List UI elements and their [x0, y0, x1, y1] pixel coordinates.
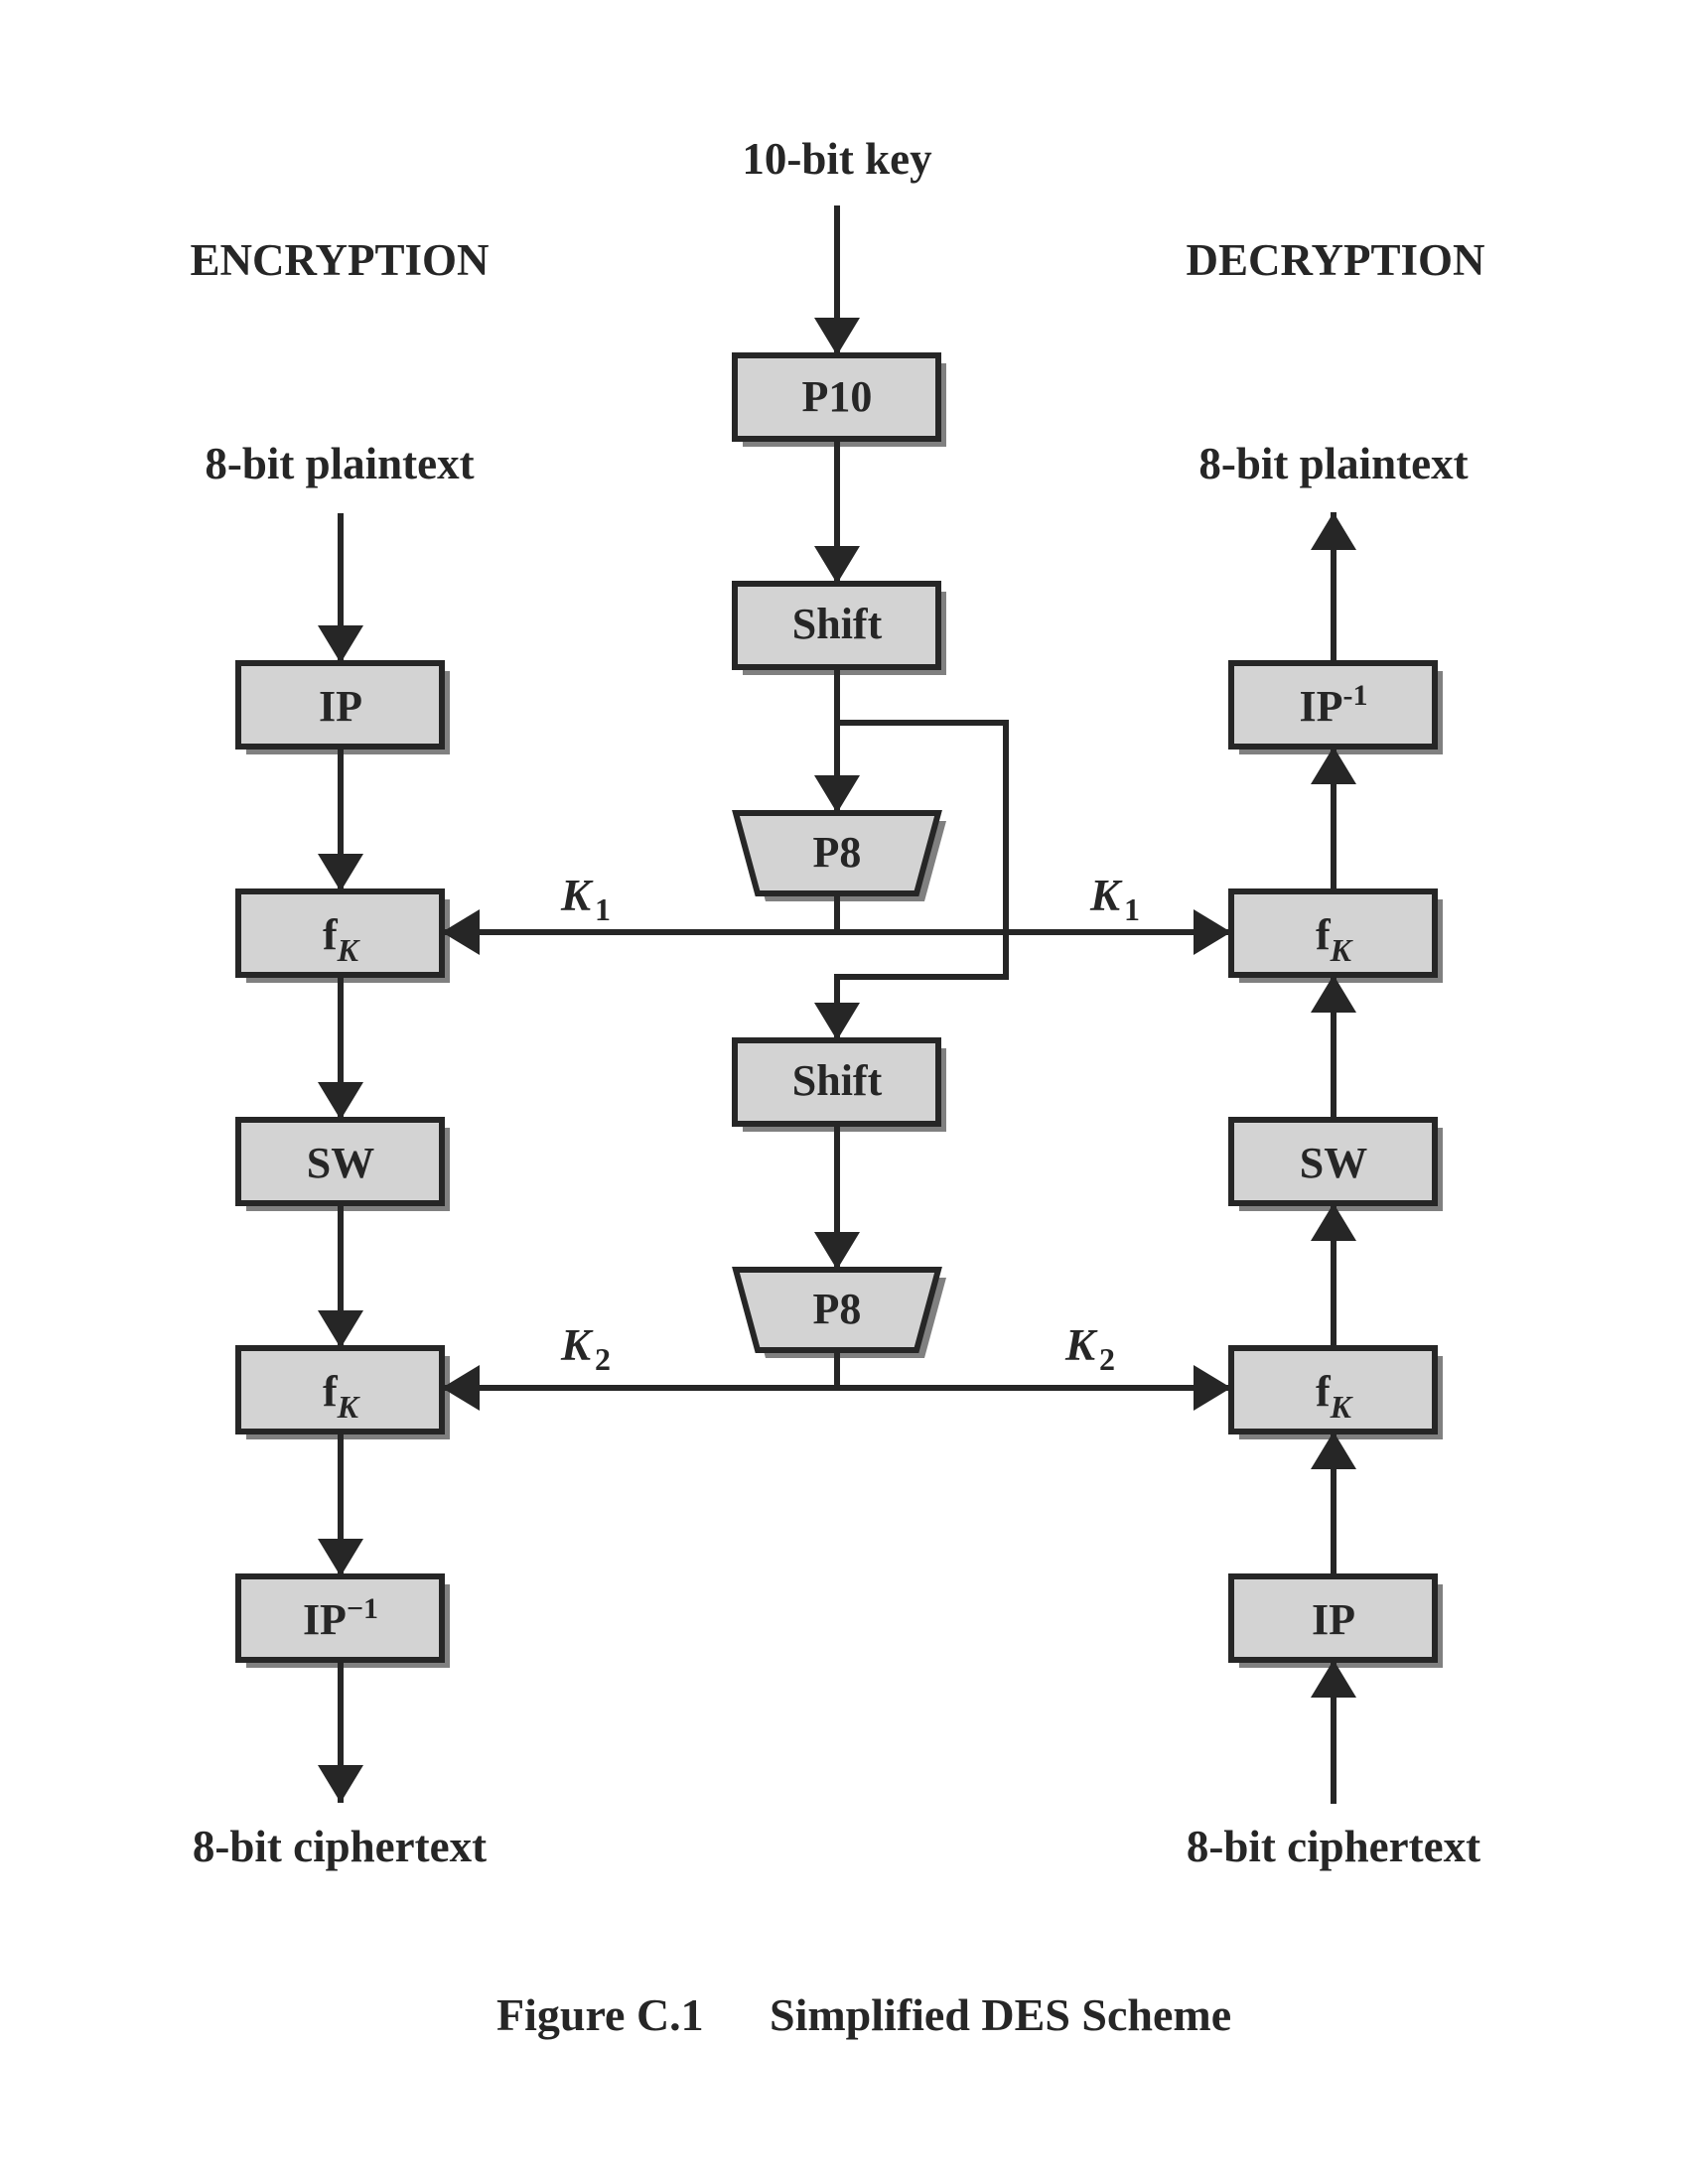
enc-ip-label: IP [319, 682, 362, 731]
k2-right-arrowhead [1194, 1365, 1231, 1411]
dec-fk1-label-sub: K [1330, 932, 1354, 968]
arrowheads [318, 318, 1356, 1803]
enc-fk1-label-sub: K [337, 932, 361, 968]
enc-fk1-box [235, 888, 445, 978]
enc-step-arrowhead [318, 1539, 363, 1576]
dec-fk2-label-sub: K [1330, 1389, 1354, 1425]
shift2-to-p8-arrowhead [814, 1232, 860, 1270]
shift1-box [732, 581, 941, 670]
caption-number: Figure C.1 [496, 1989, 704, 2040]
enc-fk2-box [235, 1345, 445, 1434]
enc-sw-box [235, 1117, 445, 1206]
dec-fk1-box [1228, 888, 1438, 978]
shift2-box [732, 1037, 941, 1127]
dec-fk2-label-main: f [1316, 1367, 1332, 1416]
process-boxes [235, 352, 1438, 1663]
decryption-input-label: 8-bit ciphertext [1187, 1822, 1480, 1871]
dec-fk1-label: fK [1316, 910, 1354, 968]
decryption-heading: DECRYPTION [1187, 235, 1485, 285]
dec-sw-label: SW [1300, 1139, 1367, 1187]
shift1-to-shift2-arrowhead [814, 1003, 860, 1040]
dec-step-arrowhead [1311, 1203, 1356, 1241]
shift1-to-p8-arrowhead [814, 775, 860, 813]
enc-step-arrowhead [318, 1310, 363, 1348]
enc-sw-label: SW [307, 1139, 374, 1187]
dec-fk2-label: fK [1316, 1367, 1354, 1425]
enc-ipinv-box [235, 1573, 445, 1663]
dec-step-arrowhead [1311, 747, 1356, 784]
k1-left-arrowhead [442, 909, 480, 955]
k2-left-arrowhead [442, 1365, 480, 1411]
enc-ipinv-label: IP−1 [303, 1592, 378, 1644]
dec-ipinv-label-sup: -1 [1343, 679, 1368, 712]
dec-ip-label: IP [1312, 1595, 1355, 1644]
dec-ipinv-label: IP-1 [1300, 679, 1368, 731]
encryption-output-label: 8-bit ciphertext [193, 1822, 487, 1871]
p10-to-shift1-arrowhead [814, 546, 860, 584]
enc-ipinv-label-main: IP [303, 1595, 347, 1644]
encryption-heading: ENCRYPTION [191, 235, 490, 285]
p8-1-box [732, 810, 942, 896]
dec-step-arrowhead [1311, 975, 1356, 1013]
shift1-to-shift2-line [834, 720, 1009, 1040]
dec-step-arrowhead [1311, 1432, 1356, 1469]
encryption-input-label: 8-bit plaintext [205, 439, 474, 488]
dec-ip-label-main: IP [1312, 1595, 1355, 1644]
enc-step-arrowhead [318, 1082, 363, 1120]
enc-sw-label-main: SW [307, 1139, 374, 1187]
k1-left-sub: 1 [595, 891, 611, 927]
enc-input-arrowhead [318, 625, 363, 663]
p8-2-box [732, 1267, 942, 1353]
enc-step-arrowhead [318, 854, 363, 891]
enc-fk2-label-main: f [323, 1367, 339, 1416]
dec-sw-box [1228, 1117, 1438, 1206]
enc-ip-label-main: IP [319, 682, 362, 731]
k1-right-sub: 1 [1124, 891, 1140, 927]
k1-left-main: K [560, 871, 594, 920]
enc-fk1-label: fK [323, 910, 361, 968]
enc-ip-box [235, 660, 445, 750]
k2-left-main: K [560, 1320, 594, 1370]
enc-output-arrowhead [318, 1765, 363, 1803]
enc-fk2-label-sub: K [337, 1389, 361, 1425]
k2-right-sub: 2 [1099, 1341, 1115, 1377]
dec-fk1-label-main: f [1316, 910, 1332, 959]
enc-ipinv-label-sup: −1 [347, 1592, 378, 1625]
enc-fk1-label-main: f [323, 910, 339, 959]
shift2-label: Shift [792, 1056, 883, 1105]
decryption-output-label: 8-bit plaintext [1198, 439, 1468, 488]
key-input-arrowhead [814, 318, 860, 355]
dec-ip-box [1228, 1573, 1438, 1663]
k1-right-arrowhead [1194, 909, 1231, 955]
dec-ipinv-label-main: IP [1300, 682, 1343, 731]
caption-title: Simplified DES Scheme [770, 1989, 1231, 2040]
p8-1-label: P8 [813, 828, 862, 877]
dec-sw-label-main: SW [1300, 1139, 1367, 1187]
dec-output-arrowhead [1311, 512, 1356, 550]
key-input-label: 10-bit key [742, 134, 932, 184]
p10-label: P10 [802, 372, 873, 421]
p8-2-label: P8 [813, 1285, 862, 1333]
k1-right-main: K [1089, 871, 1123, 920]
figure-caption: Figure C.1 Simplified DES Scheme [496, 1989, 1231, 2040]
dec-fk2-box [1228, 1345, 1438, 1434]
enc-fk2-label: fK [323, 1367, 361, 1425]
k2-right-main: K [1064, 1320, 1098, 1370]
dec-input-arrowhead [1311, 1660, 1356, 1698]
dec-ipinv-box [1228, 660, 1438, 750]
k2-left-sub: 2 [595, 1341, 611, 1377]
p10-box [732, 352, 941, 442]
shift1-label: Shift [792, 600, 883, 648]
